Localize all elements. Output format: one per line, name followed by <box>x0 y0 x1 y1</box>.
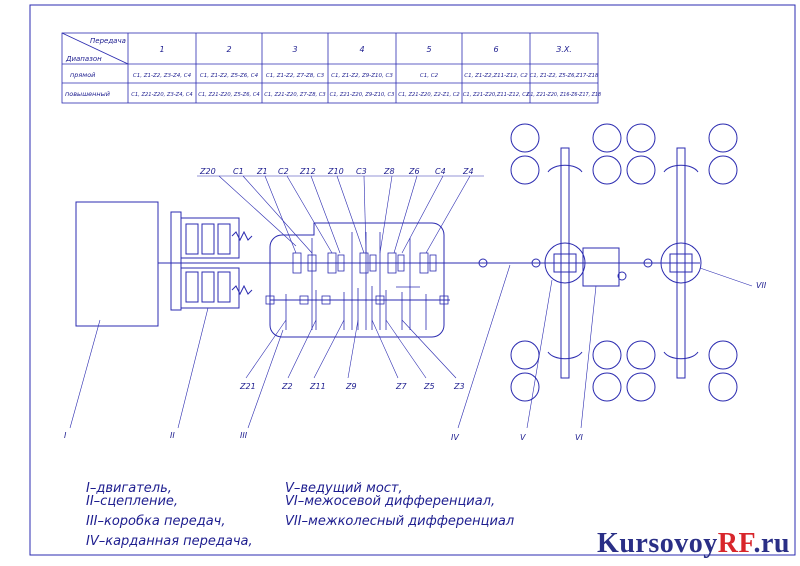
table-cell: С1, Z21-Z20, Z5-Z6, С4 <box>198 92 260 98</box>
gear-label-bottom: Z3 <box>453 382 465 391</box>
gear-label-bottom: Z7 <box>395 382 407 391</box>
legend-item: II–сцепление, <box>86 494 178 509</box>
table-row-label: повышенный <box>65 90 110 98</box>
table-cell: С1, Z21-Z20,Z11-Z12, С2 <box>463 92 529 98</box>
gear-label-top: Z20 <box>199 167 216 176</box>
gear-label-top: Z4 <box>462 167 474 176</box>
table-col-header: 5 <box>426 45 431 54</box>
roman-label: II <box>170 431 175 440</box>
cardan-shaft <box>444 258 546 268</box>
drawing-frame <box>29 4 796 556</box>
bottom-leaders <box>245 319 457 379</box>
gearbox-housing <box>269 222 470 338</box>
gear-label-bottom: Z9 <box>345 382 357 391</box>
table-cell: С1, Z21-Z20, Z9-Z10, С3 <box>330 92 395 98</box>
roman-label: I <box>64 431 67 440</box>
roman-label: VI <box>575 433 583 442</box>
table-cell: С1, Z1-Z2, Z7-Z8, С3 <box>266 73 325 79</box>
table-corner-bottom: Диапазон <box>65 55 102 63</box>
table-cell: С1, Z21-Z20, Z2-Z1, С2 <box>398 92 460 98</box>
table-cell: С1, Z1-Z2,Z11-Z12, С2 <box>464 73 528 79</box>
table-cell: С1, Z1-Z2, Z9-Z10, С3 <box>331 73 393 79</box>
gear-label-bottom: Z2 <box>281 382 293 391</box>
clutch-unit <box>158 211 270 311</box>
gear-label-top: Z12 <box>299 167 316 176</box>
gear-label-top: С3 <box>356 167 367 176</box>
top-leaders <box>197 175 484 254</box>
gear-label-top: Z10 <box>327 167 344 176</box>
gear-label-top: Z6 <box>408 167 420 176</box>
legend-item: V–ведущий мост, <box>285 481 403 496</box>
roman-leaders <box>69 264 753 429</box>
engine-block <box>75 201 172 327</box>
counter-shaft-gears <box>265 286 449 330</box>
legend-item: VI–межосевой дифференциал, <box>285 494 495 509</box>
wheels <box>510 123 738 402</box>
roman-label: VII <box>756 281 767 290</box>
table-cell: С1, С2 <box>420 73 439 79</box>
roman-label: IV <box>451 433 459 442</box>
table-col-header: 3 <box>292 45 297 54</box>
table-col-header: 1 <box>159 45 164 54</box>
gear-shift-table <box>61 32 599 104</box>
gear-label-bottom: Z11 <box>309 382 326 391</box>
table-cell: С1, Z1-Z2, Z3-Z4, С4 <box>133 73 192 79</box>
roman-label: V <box>520 433 526 442</box>
gear-label-top: Z8 <box>383 167 395 176</box>
gear-teeth-lines <box>311 232 411 330</box>
site-watermark: KursovoyRF.ru <box>597 528 790 560</box>
table-cell: С1, Z1-Z2, Z5-Z6,Z17-Z18 <box>530 73 599 79</box>
gear-label-top: С1 <box>233 167 244 176</box>
watermark-accent: RF <box>717 528 754 559</box>
legend-item: VII–межколесный дифференциал <box>285 514 514 529</box>
watermark-main: Kursovoy <box>597 528 718 559</box>
gear-label-top: С4 <box>435 167 446 176</box>
table-cell: С1, Z21-Z20, Z7-Z8, С3 <box>264 92 326 98</box>
legend-item: IV–карданная передача, <box>86 534 253 549</box>
table-col-header: 4 <box>359 45 364 54</box>
legend-item: I–двигатель, <box>86 481 172 496</box>
roman-label: III <box>240 431 248 440</box>
gear-label-top: С2 <box>278 167 289 176</box>
watermark-suffix: .ru <box>753 528 790 559</box>
axles <box>544 147 702 379</box>
gear-label-bottom: Z5 <box>423 382 435 391</box>
table-row-label: прямой <box>70 71 95 79</box>
gear-label-top: Z1 <box>256 167 268 176</box>
gear-label-bottom: Z21 <box>239 382 256 391</box>
legend-item: III–коробка передач, <box>86 514 226 529</box>
table-col-header: 2 <box>226 45 231 54</box>
table-col-header: З.Х. <box>556 45 572 54</box>
table-cell: С1, Z21-Z20, Z3-Z4, С4 <box>131 92 193 98</box>
table-cell: С1, Z21-Z20, Z16-Z6-Z17, Z18 <box>527 92 601 98</box>
table-corner-top: Передача <box>90 37 126 45</box>
table-col-header: 6 <box>493 45 498 54</box>
table-cell: С1, Z1-Z2, Z5-Z6, С4 <box>200 73 259 79</box>
